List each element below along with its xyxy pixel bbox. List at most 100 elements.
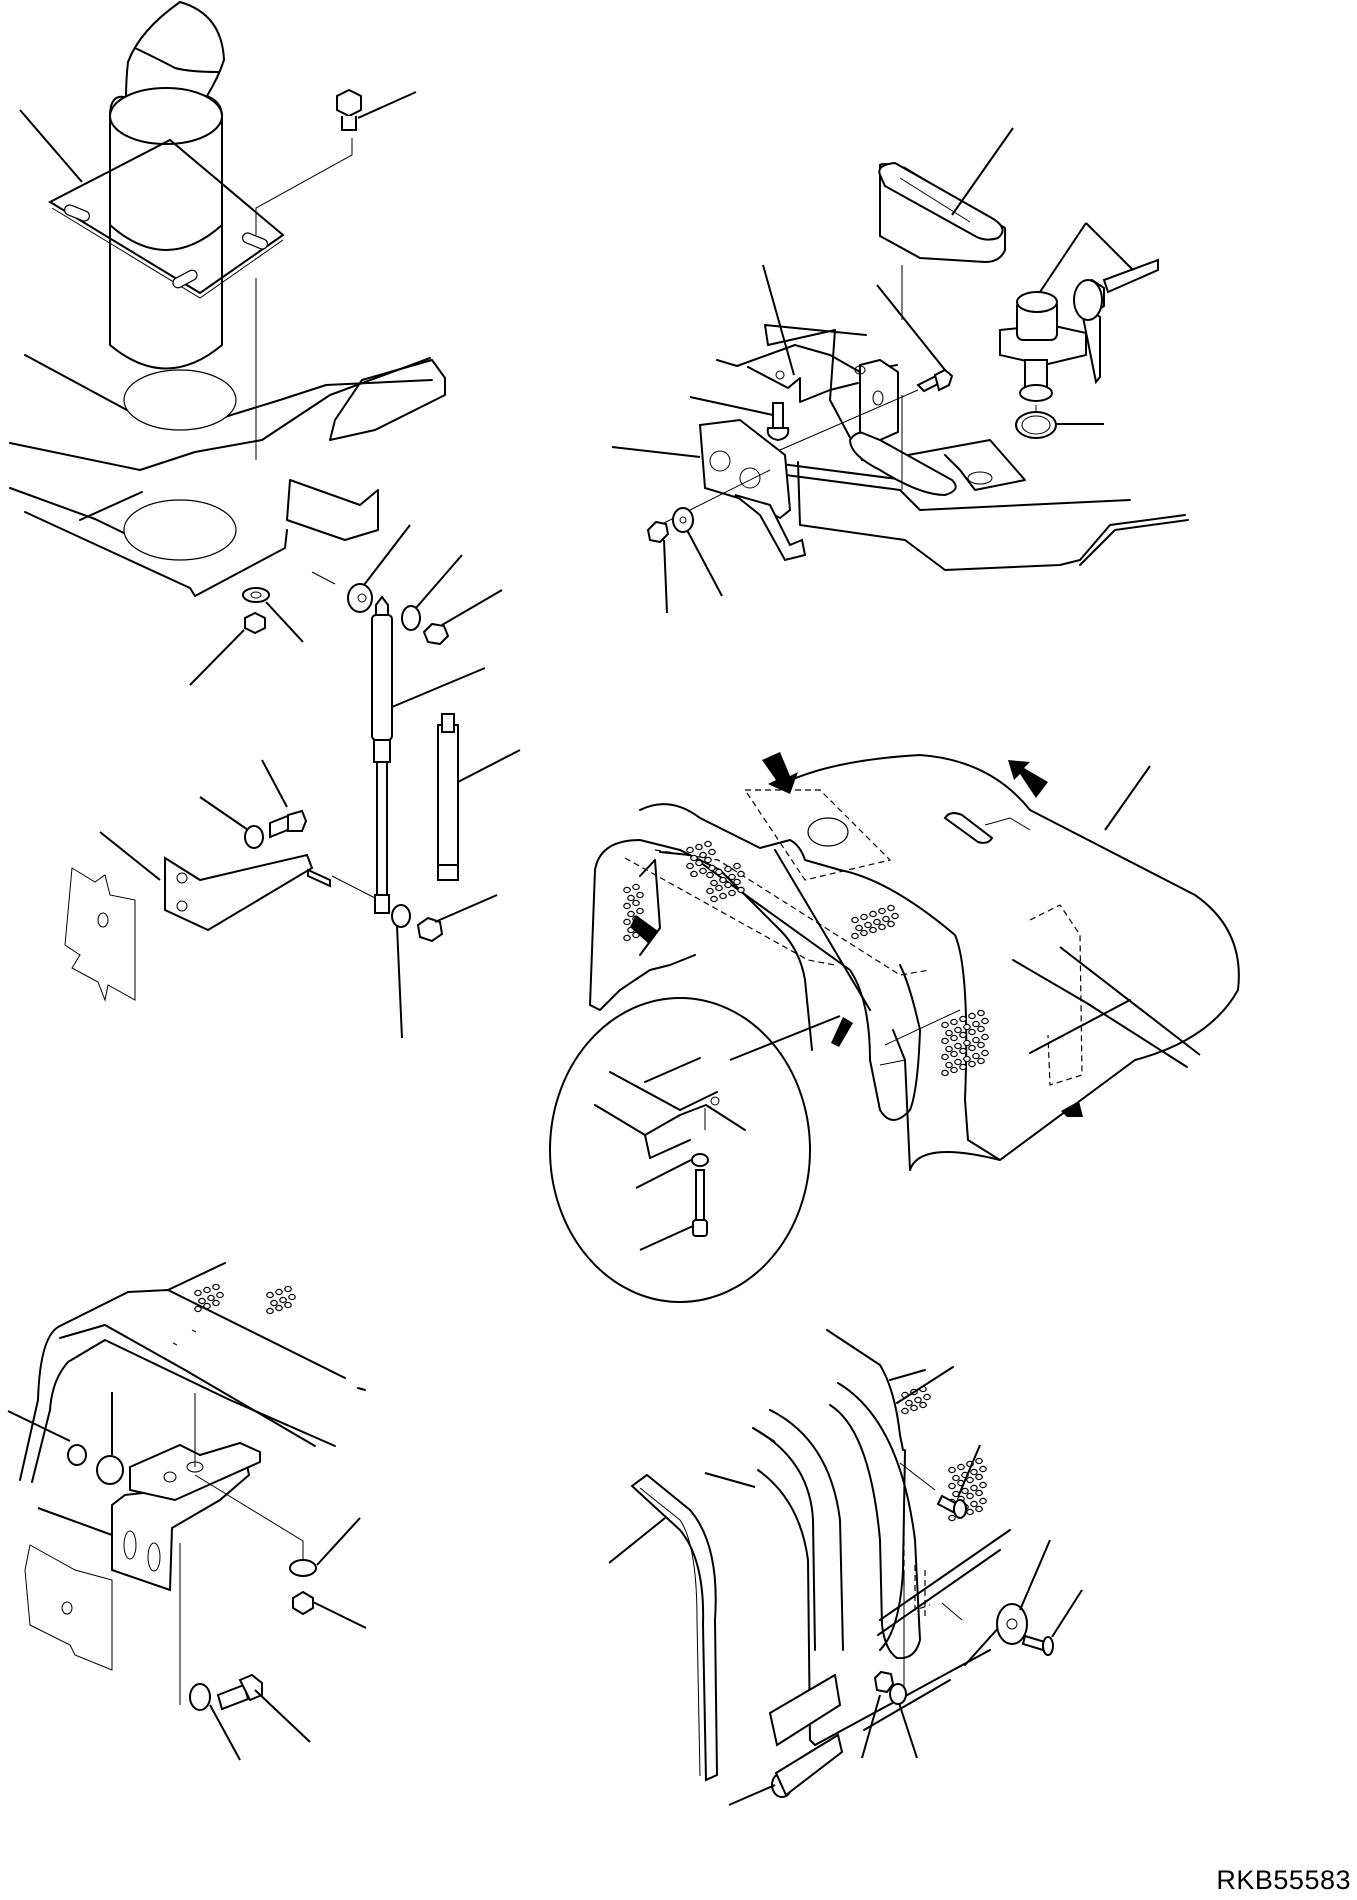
vent-hole xyxy=(948,1482,956,1490)
detail-circle xyxy=(549,997,811,1303)
vent-hole xyxy=(266,1307,274,1315)
vent-hole xyxy=(941,1037,949,1045)
vent-hole xyxy=(686,862,694,870)
vent-hole xyxy=(699,867,707,875)
arrow-icon xyxy=(1061,1101,1083,1117)
drawing-reference-code: RKB55583 xyxy=(1216,1865,1351,1895)
leader-bracket xyxy=(99,831,161,881)
flange-bolt-icon xyxy=(336,88,362,131)
leader-washer-3 xyxy=(199,796,249,831)
leader-exhaust xyxy=(19,109,83,183)
nut-icon xyxy=(646,520,670,544)
vent-hole xyxy=(941,1069,949,1077)
vent-hole xyxy=(212,1283,220,1291)
leader-nut-3 xyxy=(434,894,498,923)
vent-hole xyxy=(288,1293,296,1301)
washer-icon xyxy=(189,1683,211,1711)
leader-washer-2 xyxy=(415,554,463,609)
vent-hole xyxy=(970,1484,978,1492)
leader-hood-rear xyxy=(1059,946,1201,1056)
vent-hole xyxy=(975,1457,983,1465)
leader-lock-bracket xyxy=(762,264,795,376)
vent-hole xyxy=(975,1489,983,1497)
leader-washer-side-2 xyxy=(898,1702,918,1759)
vent-hole xyxy=(737,870,745,878)
lock-bracket xyxy=(716,344,899,442)
vent-hole xyxy=(923,1393,931,1401)
washer-icon xyxy=(996,1603,1028,1645)
vent-hole xyxy=(910,1404,918,1412)
hood-frame xyxy=(9,354,446,597)
vent-hole xyxy=(724,865,732,873)
vent-hole xyxy=(954,1026,962,1034)
leader-striker xyxy=(611,446,701,458)
vent-hole xyxy=(623,934,631,942)
vent-hole xyxy=(708,848,716,856)
vent-hole xyxy=(948,1514,956,1522)
vent-hole xyxy=(724,881,732,889)
leader-lock-cover xyxy=(951,127,1014,216)
vent-hole xyxy=(941,1053,949,1061)
vent-hole xyxy=(950,1050,958,1058)
leader-nut-hinge xyxy=(312,1601,367,1629)
vent-hole xyxy=(977,1009,985,1017)
leader-screw-side xyxy=(1051,1589,1083,1638)
vent-hole xyxy=(275,1304,283,1312)
spacer-icon xyxy=(347,583,373,613)
vent-hole xyxy=(977,1057,985,1065)
engine-hood xyxy=(589,754,1240,1171)
vent-hole xyxy=(627,894,635,902)
vent-hole xyxy=(704,840,712,848)
leader-cushion-2 xyxy=(728,1784,776,1806)
bolt-icon xyxy=(269,809,308,839)
vent-hole xyxy=(941,1021,949,1029)
washer-icon xyxy=(244,825,264,849)
vent-hole xyxy=(914,1396,922,1404)
vent-hole xyxy=(977,1041,985,1049)
vent-hole xyxy=(194,1289,202,1297)
vent-hole xyxy=(950,1018,958,1026)
vent-hole xyxy=(919,1401,927,1409)
vent-hole xyxy=(690,870,698,878)
vent-hole xyxy=(950,1034,958,1042)
washer-icon xyxy=(67,1444,87,1466)
vent-hole xyxy=(733,862,741,870)
lock-cylinder xyxy=(999,291,1087,402)
vent-hole xyxy=(737,886,745,894)
vent-hole xyxy=(198,1297,206,1305)
leader-screw xyxy=(689,396,774,416)
vent-hole xyxy=(266,1291,274,1299)
hood-stay-rod xyxy=(437,713,459,881)
vent-hole xyxy=(632,883,640,891)
exhaust-flange xyxy=(47,138,285,299)
vent-hole xyxy=(981,1049,989,1057)
leader-flange-bolt xyxy=(357,91,417,119)
vent-hole xyxy=(623,886,631,894)
leader-detail-bolt xyxy=(639,1225,694,1251)
vent-hole xyxy=(878,923,886,931)
leader-bolt-side xyxy=(957,1444,981,1498)
vent-hole xyxy=(954,1042,962,1050)
vent-hole xyxy=(966,1492,974,1500)
leader-gas-spring xyxy=(391,667,486,708)
vent-hole xyxy=(979,1481,987,1489)
vent-hole xyxy=(715,868,723,876)
vent-holes xyxy=(194,840,989,1522)
vent-hole xyxy=(704,856,712,864)
cushion xyxy=(768,1673,844,1798)
leader-keys-2 xyxy=(1085,222,1134,271)
vent-hole xyxy=(706,871,714,879)
washer-icon xyxy=(401,605,421,631)
vent-hole xyxy=(952,1474,960,1482)
vent-hole xyxy=(864,921,872,929)
vent-hole xyxy=(905,1399,913,1407)
nut-icon xyxy=(244,611,266,635)
vent-hole xyxy=(627,910,635,918)
vent-hole xyxy=(959,1015,967,1023)
screw-icon xyxy=(1021,1634,1054,1656)
striker xyxy=(698,418,807,562)
vent-hole xyxy=(275,1288,283,1296)
vent-hole xyxy=(284,1285,292,1293)
vent-hole xyxy=(710,879,718,887)
vent-hole xyxy=(284,1301,292,1309)
